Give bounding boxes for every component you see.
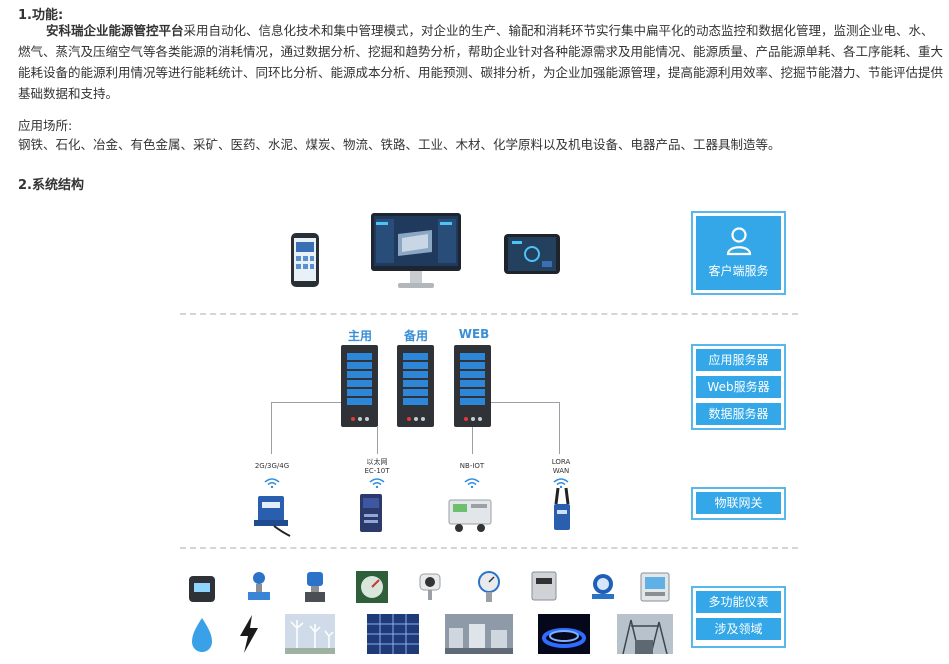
wire-cellular: [271, 402, 341, 454]
wifi-icon: [264, 478, 280, 488]
wire-ethernet: [377, 427, 378, 454]
section-heading-structure: 2.系统结构: [18, 178, 84, 193]
category-fields: 涉及领域: [696, 618, 781, 640]
category-iot-gateway: 物联网关: [696, 492, 781, 514]
wire-lora: [491, 402, 560, 454]
server-bay: [347, 389, 372, 396]
server-bay: [460, 362, 485, 369]
divider-top: [180, 313, 798, 315]
server-led: [351, 417, 355, 421]
section-heading-function: 1.功能:: [18, 8, 64, 23]
gateway-lora-image: [554, 487, 570, 530]
category-data-server: 数据服务器: [696, 403, 781, 425]
wifi-icon: [464, 478, 480, 488]
server-bay: [403, 389, 428, 396]
server-led: [358, 417, 362, 421]
server-web-image: [454, 345, 491, 427]
server-bay: [460, 353, 485, 360]
server-bay: [403, 371, 428, 378]
server-led: [407, 417, 411, 421]
server-bay: [460, 398, 485, 405]
function-description: 安科瑞企业能源管控平台采用自动化、信息化技术和集中管理模式，对企业的生产、输配和…: [18, 20, 943, 104]
gateway-category-panel: 物联网关: [691, 487, 786, 520]
gateway-label-lora: LORA WAN: [551, 458, 571, 475]
server-bay: [403, 353, 428, 360]
server-led: [478, 417, 482, 421]
solar-panel-image: [367, 614, 419, 654]
client-service-label: 客户端服务: [708, 264, 769, 278]
applications-label: 应用场所:: [18, 118, 73, 133]
server-led: [471, 417, 475, 421]
lightning-icon: [240, 615, 258, 653]
gas-meter-image: [531, 571, 557, 601]
gateway-cellular-image: [254, 496, 291, 537]
pressure-transmitter-image: [305, 572, 325, 602]
water-drop-icon: [192, 618, 212, 652]
server-label-primary: 主用: [347, 329, 372, 343]
server-label-backup: 备用: [403, 329, 428, 343]
multifunction-meter-image: [640, 572, 670, 602]
server-bay: [347, 353, 372, 360]
function-text: 采用自动化、信息化技术和集中管理模式，对企业的生产、输配和消耗环节实行集中扁平化…: [18, 23, 944, 101]
category-web-server: Web服务器: [696, 376, 781, 398]
server-led: [421, 417, 425, 421]
wifi-icon: [369, 478, 385, 488]
smartphone-image: [291, 233, 319, 287]
wire-nbiot: [472, 427, 473, 454]
wifi-icon: [553, 478, 569, 488]
category-multifunction-meter: 多功能仪表: [696, 591, 781, 613]
temperature-sensor-image: [419, 573, 441, 600]
tablet-image: [504, 234, 560, 274]
water-meter-image: [592, 574, 614, 599]
server-category-panel: 应用服务器 Web服务器 数据服务器: [691, 344, 786, 430]
server-led: [414, 417, 418, 421]
gateway-ethernet-image: [360, 494, 382, 532]
gateway-label-cellular: 2G/3G/4G: [254, 462, 290, 470]
server-bay: [347, 380, 372, 387]
server-led: [365, 417, 369, 421]
refinery-image: [445, 614, 513, 654]
energy-meter-image: [189, 576, 215, 602]
user-icon: [726, 227, 751, 256]
gateway-nbiot-image: [448, 499, 492, 532]
server-bay: [347, 371, 372, 378]
substation-image: [617, 614, 673, 654]
category-application-server: 应用服务器: [696, 349, 781, 371]
gateway-label-nbiot: NB-IOT: [459, 462, 485, 470]
wind-turbine-image: [285, 614, 335, 654]
server-bay: [403, 362, 428, 369]
gas-flame-image: [538, 614, 590, 654]
flow-meter-image: [248, 572, 270, 600]
divider-bottom: [180, 547, 798, 549]
server-led: [464, 417, 468, 421]
desktop-monitor-image: [371, 213, 461, 288]
server-bay: [460, 380, 485, 387]
server-bay: [347, 398, 372, 405]
server-primary-image: [341, 345, 378, 427]
gateway-label-ethernet: 以太网 EC-10T: [364, 458, 390, 475]
server-bay: [403, 398, 428, 405]
meter-category-panel: 多功能仪表 涉及领域: [691, 586, 786, 648]
server-bay: [403, 380, 428, 387]
pressure-gauge-image: [478, 571, 500, 602]
panel-meter-image: [356, 571, 388, 603]
server-label-web: WEB: [458, 327, 490, 341]
server-backup-image: [397, 345, 434, 427]
applications-list: 钢铁、石化、冶金、有色金属、采矿、医药、水泥、煤炭、物流、铁路、工业、木材、化学…: [18, 137, 781, 152]
product-name: 安科瑞企业能源管控平台: [46, 23, 184, 38]
client-service-panel: 客户端服务: [691, 211, 786, 295]
server-bay: [460, 371, 485, 378]
server-bay: [460, 389, 485, 396]
server-bay: [347, 362, 372, 369]
